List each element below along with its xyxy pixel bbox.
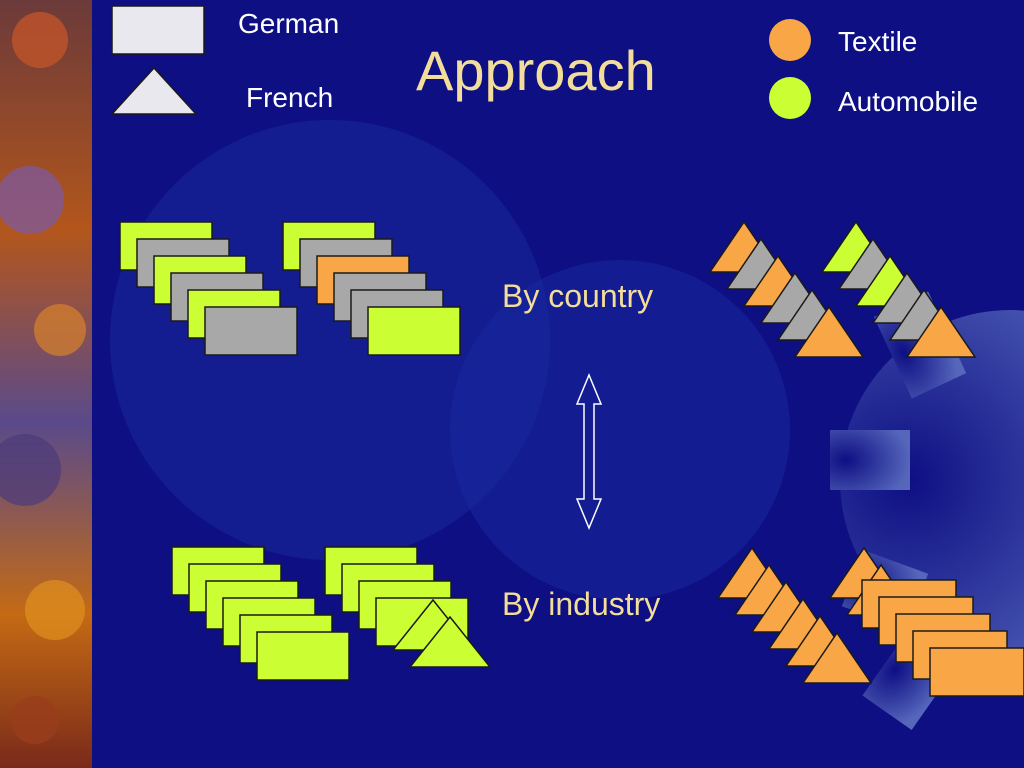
page-title: Approach (416, 39, 656, 102)
by-country-label: By country (502, 278, 654, 314)
legend-french-label: French (246, 82, 334, 113)
country-rectangle (204, 306, 298, 356)
country-triangle (793, 305, 865, 358)
gear-icon (110, 120, 550, 560)
country-triangle (905, 305, 977, 358)
legend-rectangle (111, 5, 205, 55)
country-rectangle (367, 306, 461, 356)
industry-triangle (408, 615, 492, 668)
industry-triangle (801, 631, 873, 684)
legend-automobile-circle (769, 77, 811, 119)
legend-textile-label: Textile (838, 26, 918, 57)
legend-triangle (110, 66, 198, 115)
legend-german-label: German (238, 8, 340, 39)
industry-rectangle (256, 631, 350, 681)
legend-automobile-label: Automobile (838, 86, 979, 117)
gear-icon (450, 260, 790, 600)
double-arrow-icon (575, 373, 603, 530)
decorative-strip (0, 0, 92, 768)
by-industry-label: By industry (502, 586, 661, 622)
industry-rectangle (929, 647, 1024, 697)
legend-textile-circle (769, 19, 811, 61)
